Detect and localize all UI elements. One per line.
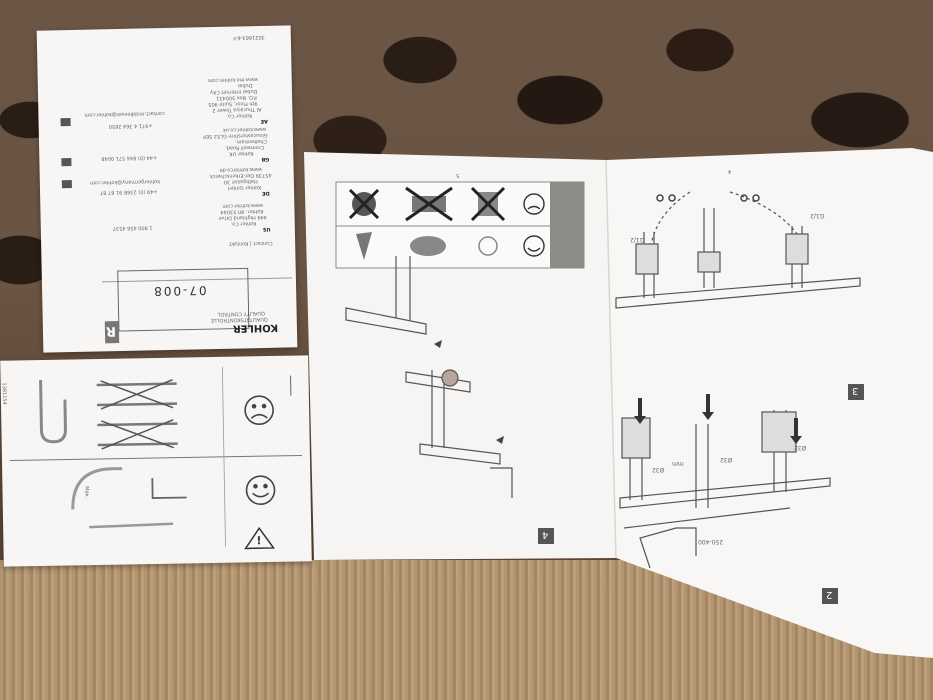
step3-faucet-drawing: [615, 191, 861, 309]
region-code: GB: [261, 155, 270, 163]
crossed-brush-icon: [348, 188, 380, 220]
region-line: Halbgasse 30: [223, 178, 258, 185]
dimension-label: Ø32: [720, 456, 733, 463]
sad-face-icon: [523, 193, 545, 215]
thread-label: G1/2: [630, 236, 645, 243]
region-code: DE: [262, 189, 270, 197]
region-line: Al Thuraiya Tower 2: [212, 106, 262, 114]
badge-letter: R: [105, 323, 117, 339]
length-label: Max.: [83, 486, 90, 499]
region-line: Dubai Internet City: [209, 88, 258, 96]
region-line: P.O. Box 500431: [216, 94, 257, 101]
parts-card: 1381154 Max. !: [0, 355, 312, 567]
brand-logo: KOHLER: [232, 321, 279, 334]
region-code: AE: [260, 117, 268, 125]
dimension-label: Ø32: [794, 444, 807, 451]
step2-faucet-drawing: [619, 410, 831, 569]
region-line: Kohler Co.: [230, 220, 257, 227]
region-line: www.me.kohler.com: [207, 76, 258, 84]
document-code: 3021663-6-F: [232, 33, 265, 41]
hose-straight-icon: [89, 522, 174, 529]
ring-icon: [656, 194, 760, 202]
region-phone: +971 4 364 2650: [108, 122, 153, 130]
region-line: Cheltenham,: [234, 137, 268, 145]
hex-key-icon: [151, 478, 187, 499]
dimension-unit: mm: [672, 460, 684, 467]
down-arrow-icon: [634, 394, 802, 444]
page-tag: [538, 528, 554, 544]
region-line: 9th Floor, Suite 905: [208, 100, 258, 108]
page-number-2: 2: [826, 589, 833, 600]
happy-face-icon: [245, 475, 276, 505]
sponge-icon: [410, 236, 446, 256]
contact-header: Contact | Kontakt: [229, 239, 273, 247]
region-line: Kohler, WI 53044: [220, 207, 264, 215]
hose-curve-icon: [71, 467, 123, 510]
installation-booklet: 4 3 2 5 4 G1/2 G1/2 Ø32 Ø32 Ø32 mm 250-4…: [300, 148, 933, 658]
region-line: Kohler Co.: [226, 112, 252, 119]
step4-faucet-drawing: [345, 256, 513, 498]
sad-face-icon: [244, 395, 274, 425]
region-line: 444 Highland Drive: [218, 213, 268, 221]
water-drop-icon: [478, 236, 498, 256]
region-phone: 1 800 456 4537: [112, 224, 153, 232]
region-line: Cromwell Road,: [225, 143, 265, 151]
page-number-4-top: 4: [728, 168, 732, 174]
arrow-icon: [434, 340, 504, 444]
page-tag: [822, 588, 838, 604]
crossed-bottle-icon: [470, 186, 506, 222]
thread-label: G1/2: [810, 212, 825, 219]
crossed-sponge-icon: [405, 186, 453, 222]
booklet-art: [304, 148, 933, 658]
serial-number: 07-008: [151, 283, 207, 299]
parts-card-art: [9, 366, 302, 550]
page-number-5: 5: [456, 172, 460, 178]
region-phone: +49 (0) 2368 91 87 87: [99, 188, 158, 196]
region-phone: +44 (0) 844 571 0048: [101, 154, 158, 162]
parts-doc-code: 1381154: [0, 382, 8, 405]
quality-card-art: [60, 118, 292, 344]
warning-triangle-icon: [244, 526, 275, 550]
page-number-4: 4: [542, 529, 549, 540]
hose-crossed-icon: [96, 379, 178, 450]
quality-control-card: KOHLER R QUALITY CONTROL QUALITÄTSKONTRO…: [36, 25, 298, 353]
region-line: www.kohler.com: [222, 201, 264, 209]
region-line: www.kohlerco.de: [219, 166, 262, 173]
page-tag: [848, 384, 864, 400]
region-line: Kohler GmbH: [227, 184, 262, 191]
hose-bent-icon: [39, 379, 67, 444]
region-line: Kohler UK: [229, 150, 254, 157]
range-label: 250-400: [698, 538, 724, 545]
dimension-label: Ø32: [652, 466, 665, 473]
cloth-icon: [356, 232, 372, 260]
page-number-3: 3: [852, 385, 859, 396]
rug-light-stripe: [0, 560, 933, 700]
region-line: Dubai: [237, 82, 253, 89]
qc-sublabel: QUALITÄTSKONTROLLE: [210, 315, 268, 324]
region-line: www.kohler.co.uk: [222, 125, 267, 133]
warning-symbol: !: [256, 534, 262, 548]
region-code: US: [262, 225, 271, 233]
happy-face-icon: [523, 235, 545, 257]
